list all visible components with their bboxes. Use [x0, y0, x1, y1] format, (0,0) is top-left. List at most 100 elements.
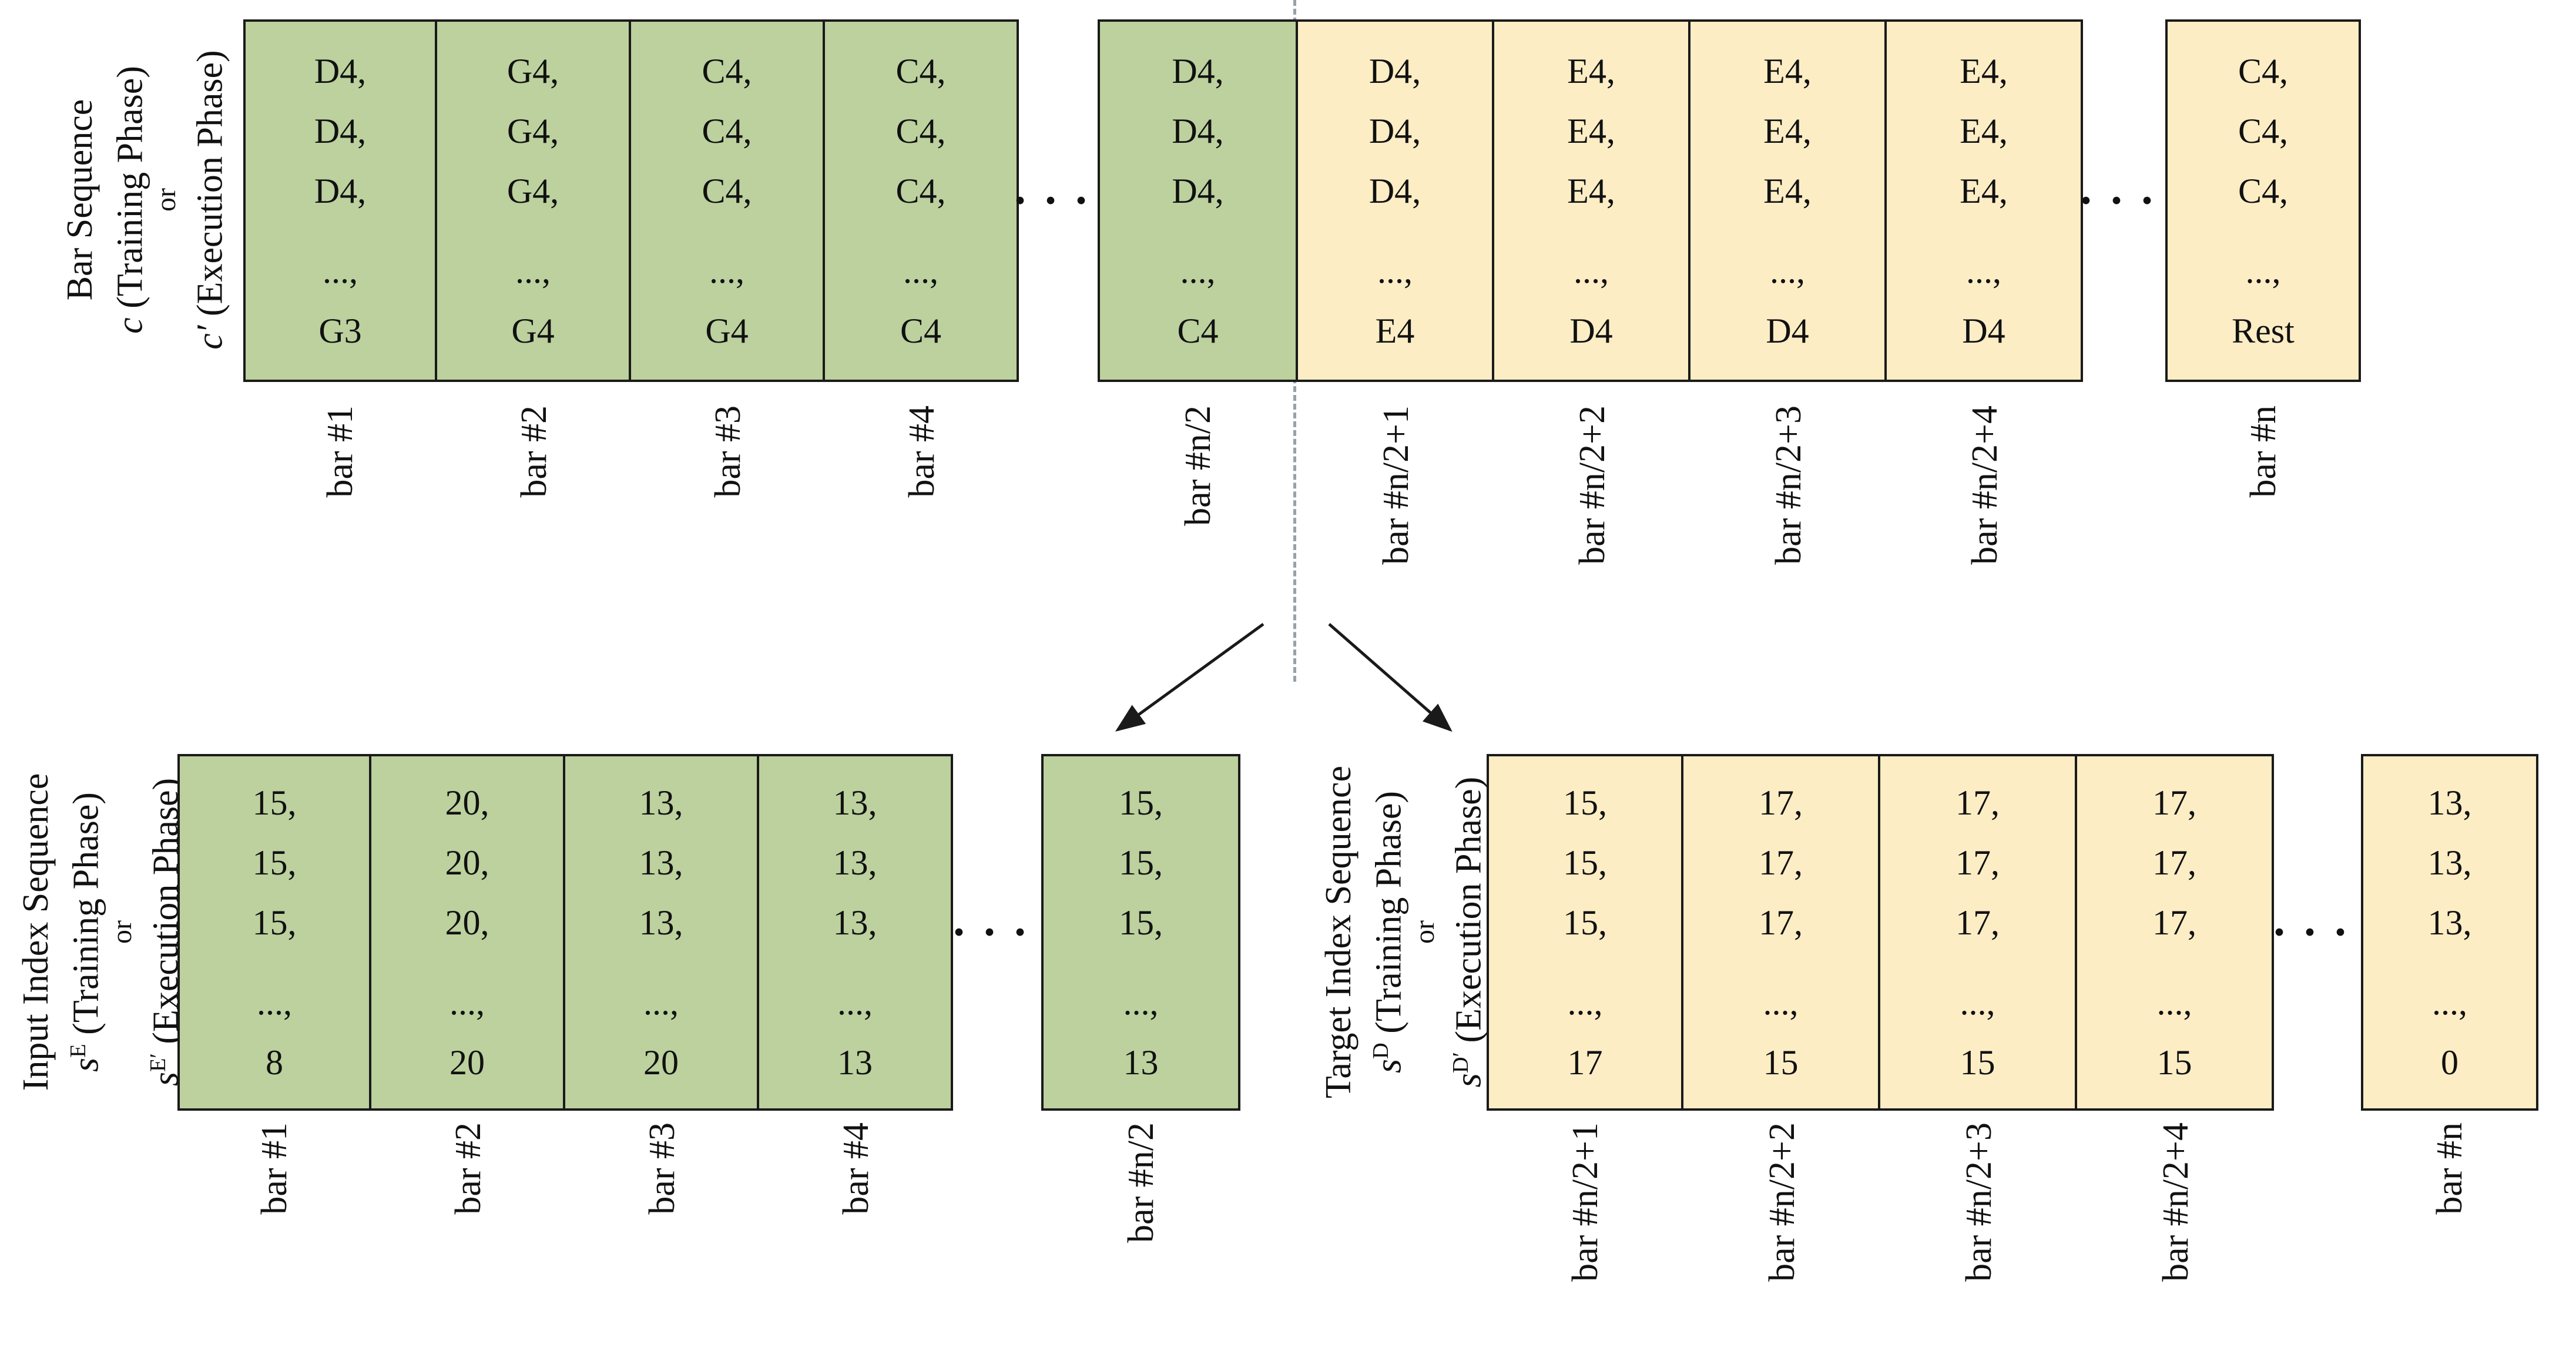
bar-sequence-var-training: c (Training Phase) [110, 66, 150, 334]
bar-box: 13,13,13,...,0 [2361, 754, 2538, 1111]
bar-box: C4, C4, C4,..., Rest [2165, 19, 2361, 382]
note-value: ..., [1377, 251, 1413, 290]
ellipsis-dots: ··· [2271, 906, 2364, 957]
note-value: ..., [1770, 251, 1805, 290]
note-value: 13, [833, 783, 877, 822]
bar-box-group: D4, D4, D4,..., C4 D4,D4,D4,...,E4 E4, E4, E4,.… [1098, 19, 2083, 382]
bar-number-label: bar #4 [902, 405, 942, 498]
note-value: Rest [2232, 311, 2295, 350]
note-value: G4, [507, 111, 559, 150]
note-value: ..., [2156, 983, 2192, 1022]
note-value: 13, [639, 903, 683, 942]
bar-box: E4,E4,E4,...,D4 [1887, 19, 2083, 382]
note-value: E4, [1567, 171, 1615, 210]
note-value: C4, [895, 51, 946, 91]
note-value: E4, [1960, 171, 2008, 210]
note-value: E4, [1763, 51, 1812, 91]
bar-box: D4,D4,D4,...,G3 [243, 19, 437, 382]
note-value: C4, [2238, 111, 2289, 150]
note-value: 15, [1563, 843, 1607, 882]
note-value: G4, [507, 51, 559, 91]
note-value: 15, [1119, 843, 1163, 882]
note-value: E4, [1763, 171, 1812, 210]
bar-box: 15,15,15,...,8 [177, 754, 371, 1111]
note-value: ..., [1763, 983, 1799, 1022]
note-value: D4, [1172, 51, 1224, 91]
or-text: or [150, 188, 182, 212]
note-value: 20 [450, 1043, 485, 1082]
note-value: C4, [895, 111, 946, 150]
note-value: 13, [833, 903, 877, 942]
bar-box: 17,17,17,...,15 [1683, 754, 1880, 1111]
note-value: ..., [837, 983, 873, 1022]
note-value: C4, [2238, 51, 2289, 91]
note-value: ..., [2245, 251, 2281, 290]
target-index-title: Target Index Sequence [1319, 765, 1359, 1099]
bar-box: D4,D4,D4,...,C4 [1098, 19, 1298, 382]
note-value: D4, [314, 51, 367, 91]
note-value: D4, [1172, 111, 1224, 150]
note-value: C4, [895, 171, 946, 210]
bar-number-label: bar #n/2+2 [1762, 1122, 1802, 1282]
bar-box: E4, E4, E4,..., D4 [1690, 19, 1887, 382]
bar-box-group: C4, C4, C4,..., Rest [2165, 19, 2361, 382]
note-value: 17, [1759, 843, 1803, 882]
ellipsis-dots: ··· [1012, 175, 1105, 226]
note-value: 13 [1123, 1043, 1159, 1082]
bar-number-label: bar #4 [836, 1122, 876, 1215]
note-value: 15, [1119, 783, 1163, 822]
note-value: D4 [1569, 311, 1613, 350]
bar-number-label: bar #n [2243, 405, 2283, 498]
bar-box: G4,G4,G4,...,G4 [437, 19, 631, 382]
note-value: G4, [507, 171, 559, 210]
note-value: E4, [1763, 111, 1812, 150]
bar-number-label: bar #1 [254, 1122, 294, 1215]
note-value: ..., [1567, 983, 1603, 1022]
note-value: ..., [1960, 983, 1995, 1022]
note-value: ..., [1180, 251, 1216, 290]
bar-number-label: bar #3 [708, 405, 748, 498]
note-value: ..., [1966, 251, 2001, 290]
note-value: E4, [1567, 111, 1615, 150]
bar-box: 15,15,15,...,13 [1041, 754, 1240, 1111]
note-value: C4, [2238, 171, 2289, 210]
note-value: 17 [1567, 1043, 1603, 1082]
note-value: D4 [1766, 311, 1809, 350]
note-value: ..., [2432, 983, 2467, 1022]
target-index-sequence-side-label: Target Index Sequence sD (Training Phase… [1317, 726, 1488, 1138]
note-value: 13, [2427, 843, 2472, 882]
bar-sequence-title: Bar Sequence [60, 99, 100, 301]
note-value: C4 [1177, 311, 1219, 350]
note-value: 13, [2427, 903, 2472, 942]
bar-number-label: bar #n/2+4 [1965, 405, 2005, 565]
note-value: 17, [2152, 783, 2196, 822]
bar-box: 20,20,20,...,20 [371, 754, 565, 1111]
note-value: D4, [314, 171, 367, 210]
note-value: C4 [900, 311, 942, 350]
note-value: D4, [314, 111, 367, 150]
ellipsis-dots: ··· [951, 906, 1044, 957]
note-value: ..., [643, 983, 679, 1022]
bar-box-group: 13,13,13,...,0 [2361, 754, 2538, 1111]
bar-number-label: bar #n/2+2 [1572, 405, 1612, 565]
note-value: D4, [1368, 171, 1421, 210]
note-value: C4, [702, 111, 752, 150]
bar-number-label: bar #n [2430, 1122, 2470, 1215]
note-value: 13 [837, 1043, 873, 1082]
bar-box: D4,D4,D4,...,E4 [1298, 19, 1494, 382]
input-index-sequence-side-label: Input Index Sequence sE (Training Phase)… [15, 726, 186, 1138]
note-value: 17, [2152, 843, 2196, 882]
bar-number-label: bar #2 [448, 1122, 488, 1215]
bar-box: C4, C4, C4,..., C4 [825, 19, 1019, 382]
split-arrows [1115, 622, 1453, 732]
note-value: 15, [1563, 903, 1607, 942]
note-value: 17, [2152, 903, 2196, 942]
or-text: or [1408, 920, 1440, 944]
note-value: ..., [903, 251, 938, 290]
bar-sequence-side-label: Bar Sequence c (Training Phase) or c′ (E… [59, 6, 230, 394]
ellipsis-dots: ··· [2078, 175, 2171, 226]
note-value: ..., [1574, 251, 1609, 290]
arrow-to-target-sequence [1328, 623, 1453, 732]
